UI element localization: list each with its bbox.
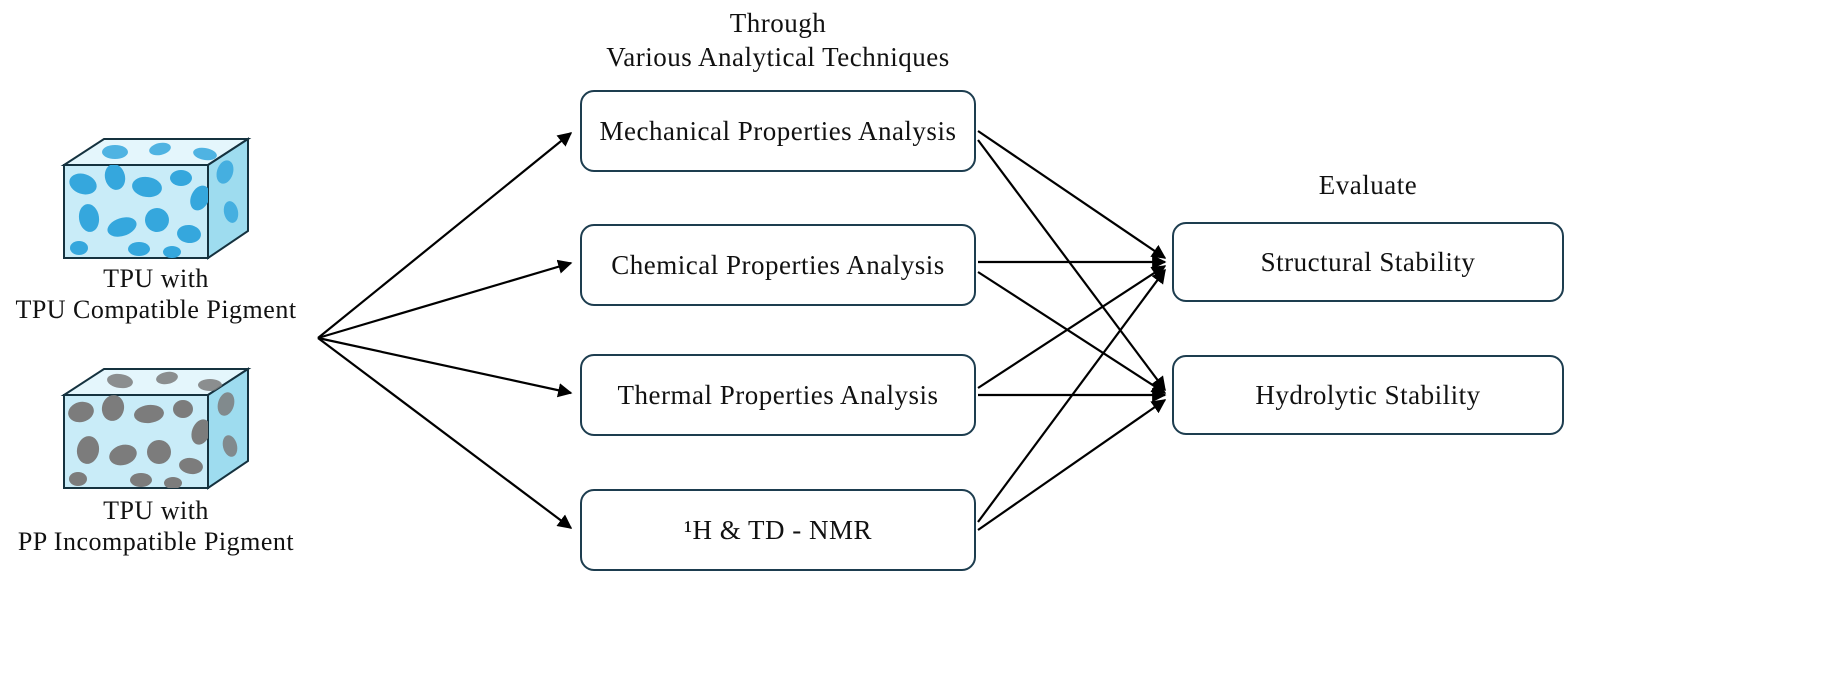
arrow-source-to-chemical [317, 259, 573, 340]
cube-tpu-compatible-pigment [60, 137, 252, 260]
center-heading-line1: Through [729, 8, 827, 38]
node-mechanical-properties-analysis: Mechanical Properties Analysis [580, 90, 976, 172]
pigment-blobs [68, 371, 238, 488]
pigment-blobs [69, 142, 239, 258]
node-chemical-properties-analysis: Chemical Properties Analysis [580, 224, 976, 306]
cube-pp-incompatible-pigment [60, 367, 252, 490]
arrow-thermal-to-structural [977, 265, 1167, 389]
node-hydrolytic-stability: Hydrolytic Stability [1172, 355, 1564, 435]
cube1-label-line1: TPU with [103, 264, 209, 293]
arrow-source-to-nmr [317, 337, 573, 529]
arrow-source-to-thermal [317, 336, 573, 398]
node-h-td-nmr: ¹H & TD - NMR [580, 489, 976, 571]
cube2-label-line2: PP Incompatible Pigment [17, 527, 295, 556]
center-heading: Through Various Analytical Techniques [540, 6, 1016, 74]
center-heading-line2: Various Analytical Techniques [606, 42, 950, 72]
arrow-mechanical-to-hydrolytic [977, 139, 1166, 392]
evaluate-heading: Evaluate [1318, 170, 1418, 200]
arrow-mechanical-to-structural [977, 130, 1167, 259]
node-structural-stability: Structural Stability [1172, 222, 1564, 302]
cube1-label: TPU with TPU Compatible Pigment [0, 263, 312, 325]
arrow-nmr-to-hydrolytic [977, 399, 1167, 531]
node-thermal-properties-analysis: Thermal Properties Analysis [580, 354, 976, 436]
arrow-source-to-mechanical [317, 132, 573, 339]
cube2-label: TPU with PP Incompatible Pigment [0, 495, 312, 557]
arrow-chemical-to-hydrolytic [977, 271, 1167, 394]
arrow-nmr-to-structural [977, 268, 1166, 523]
cube1-label-line2: TPU Compatible Pigment [15, 295, 297, 324]
cube2-label-line1: TPU with [103, 496, 209, 525]
